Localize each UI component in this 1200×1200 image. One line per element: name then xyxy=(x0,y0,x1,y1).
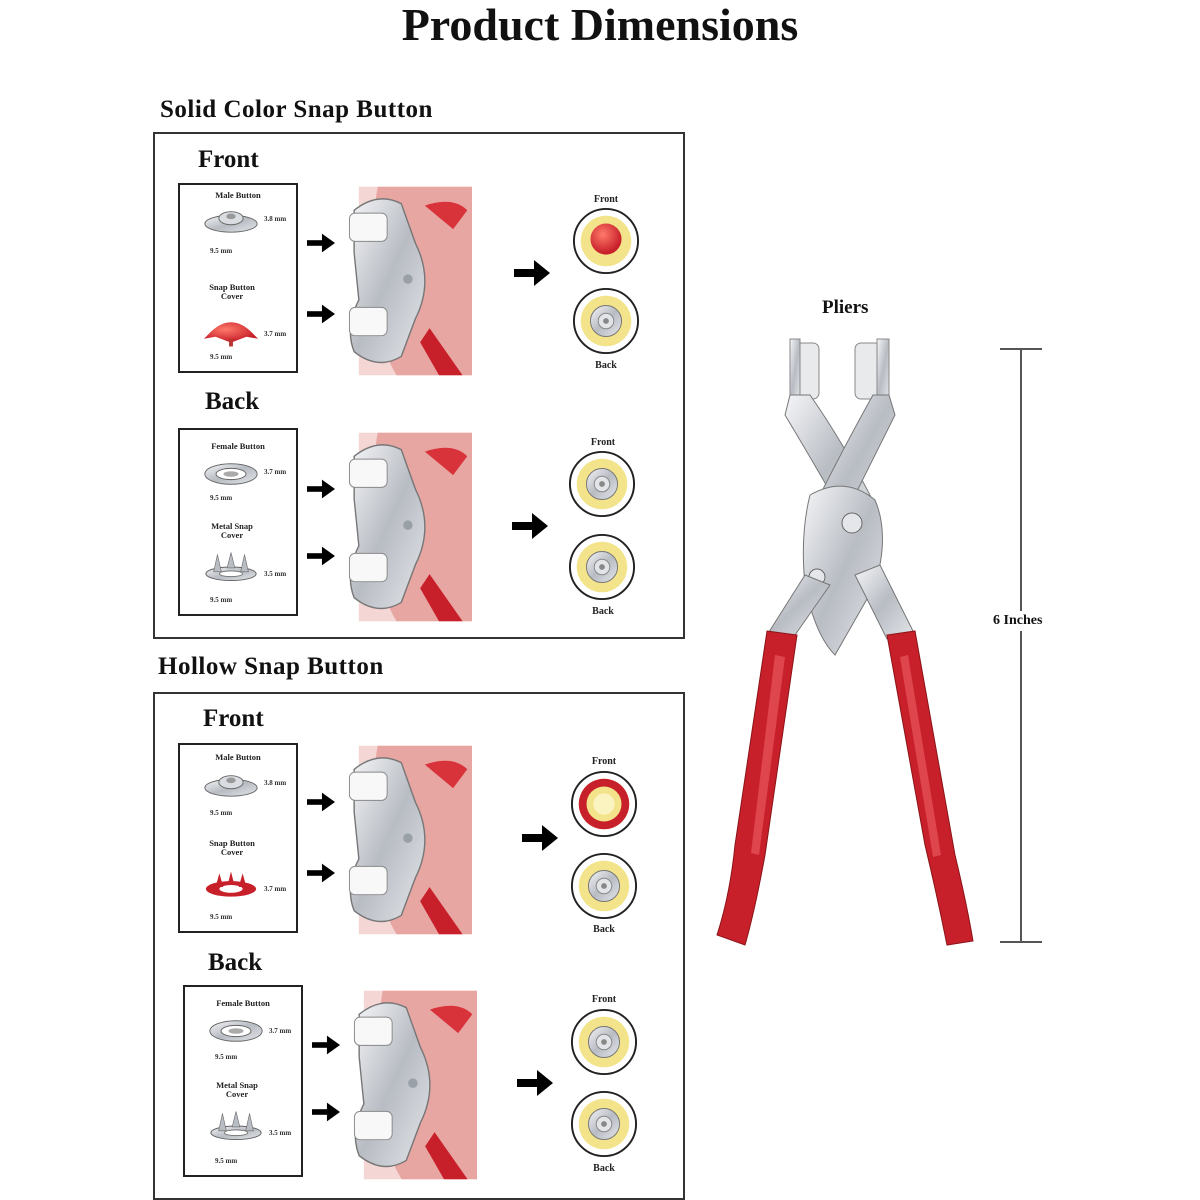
hollow-back-heading: Back xyxy=(208,949,263,976)
solid-front-heading: Front xyxy=(198,146,259,173)
male-button-height: 3.8 mm xyxy=(264,779,287,787)
big-arrow-icon xyxy=(522,825,558,851)
dimension-line-top-cap xyxy=(1000,348,1042,350)
hand-pliers-illustration xyxy=(340,186,472,376)
arrow-icon xyxy=(307,233,335,253)
arrow-icon xyxy=(307,546,335,566)
section-title-hollow: Hollow Snap Button xyxy=(158,653,384,680)
metal-snap-cover-height: 3.5 mm xyxy=(269,1129,292,1137)
metal-snap-cover-width: 9.5 mm xyxy=(210,596,233,604)
metal-snap-result-icon xyxy=(568,450,636,518)
result-back-label: Back xyxy=(592,606,614,617)
male-button-icon xyxy=(202,207,260,235)
male-button-width: 9.5 mm xyxy=(210,809,233,817)
prong-cap-icon xyxy=(207,1109,265,1143)
hollow-back-spec-box: Female Button 3.7 mm 9.5 mm Metal Snap C… xyxy=(183,985,303,1177)
metal-snap-result-icon xyxy=(570,1090,638,1158)
snap-cover-width: 9.5 mm xyxy=(210,353,233,361)
prong-cap-icon xyxy=(202,550,260,584)
arrow-icon xyxy=(307,863,335,883)
metal-snap-cover-width: 9.5 mm xyxy=(215,1157,238,1165)
female-button-label: Female Button xyxy=(216,998,270,1008)
hand-pliers-illustration xyxy=(340,432,472,622)
male-button-height: 3.8 mm xyxy=(264,215,287,223)
metal-snap-result-icon xyxy=(568,533,636,601)
section-title-solid: Solid Color Snap Button xyxy=(160,96,433,123)
female-button-height: 3.7 mm xyxy=(264,468,287,476)
snap-cover-label: Snap Button Cover xyxy=(209,838,255,857)
hand-pliers-illustration xyxy=(345,990,477,1180)
result-front-label: Front xyxy=(591,994,617,1005)
result-front-label: Front xyxy=(591,756,617,767)
metal-snap-result-icon xyxy=(570,852,638,920)
hollow-snap-result-icon xyxy=(570,770,638,838)
hollow-front-heading: Front xyxy=(203,705,264,732)
arrow-icon xyxy=(307,792,335,812)
page-title: Product Dimensions xyxy=(401,0,799,50)
hand-pliers-illustration xyxy=(340,745,472,935)
female-button-width: 9.5 mm xyxy=(210,494,233,502)
hollow-snap-cap-icon xyxy=(202,869,260,903)
arrow-icon xyxy=(307,479,335,499)
female-button-height: 3.7 mm xyxy=(269,1027,292,1035)
red-snap-cap-icon xyxy=(202,313,260,347)
male-button-width: 9.5 mm xyxy=(210,247,233,255)
result-back-label: Back xyxy=(595,360,617,371)
solid-front-spec-box: Male Button 3.8 mm 9.5 mm Snap Button Co… xyxy=(178,183,298,373)
pliers-illustration xyxy=(716,338,974,946)
metal-snap-cover-label: Metal Snap Cover xyxy=(216,1080,258,1099)
red-snap-result-icon xyxy=(572,207,640,275)
female-button-width: 9.5 mm xyxy=(215,1053,238,1061)
dimension-line-bottom-cap xyxy=(1000,941,1042,943)
dimension-line xyxy=(1020,348,1022,942)
pliers-label: Pliers xyxy=(822,297,869,318)
metal-snap-result-icon xyxy=(572,287,640,355)
snap-cover-label: Snap Button Cover xyxy=(209,282,255,301)
female-button-icon xyxy=(207,1017,265,1045)
solid-back-spec-box: Female Button 3.7 mm 9.5 mm Metal Snap C… xyxy=(178,428,298,616)
male-button-label: Male Button xyxy=(215,190,261,200)
snap-cover-height: 3.7 mm xyxy=(264,330,287,338)
big-arrow-icon xyxy=(514,260,550,286)
hollow-front-spec-box: Male Button 3.8 mm 9.5 mm Snap Button Co… xyxy=(178,743,298,933)
snap-cover-height: 3.7 mm xyxy=(264,885,287,893)
metal-snap-cover-label: Metal Snap Cover xyxy=(211,521,253,540)
big-arrow-icon xyxy=(512,513,548,539)
result-back-label: Back xyxy=(593,924,615,935)
male-button-label: Male Button xyxy=(215,752,261,762)
snap-cover-width: 9.5 mm xyxy=(210,913,233,921)
big-arrow-icon xyxy=(517,1070,553,1096)
result-front-label: Front xyxy=(593,194,619,205)
metal-snap-result-icon xyxy=(570,1008,638,1076)
solid-back-heading: Back xyxy=(205,388,260,415)
male-button-icon xyxy=(202,771,260,799)
female-button-icon xyxy=(202,460,260,488)
female-button-label: Female Button xyxy=(211,441,265,451)
arrow-icon xyxy=(312,1035,340,1055)
pliers-length-label: 6 Inches xyxy=(993,611,1043,631)
result-front-label: Front xyxy=(590,437,616,448)
metal-snap-cover-height: 3.5 mm xyxy=(264,570,287,578)
arrow-icon xyxy=(307,304,335,324)
result-back-label: Back xyxy=(593,1163,615,1174)
arrow-icon xyxy=(312,1102,340,1122)
